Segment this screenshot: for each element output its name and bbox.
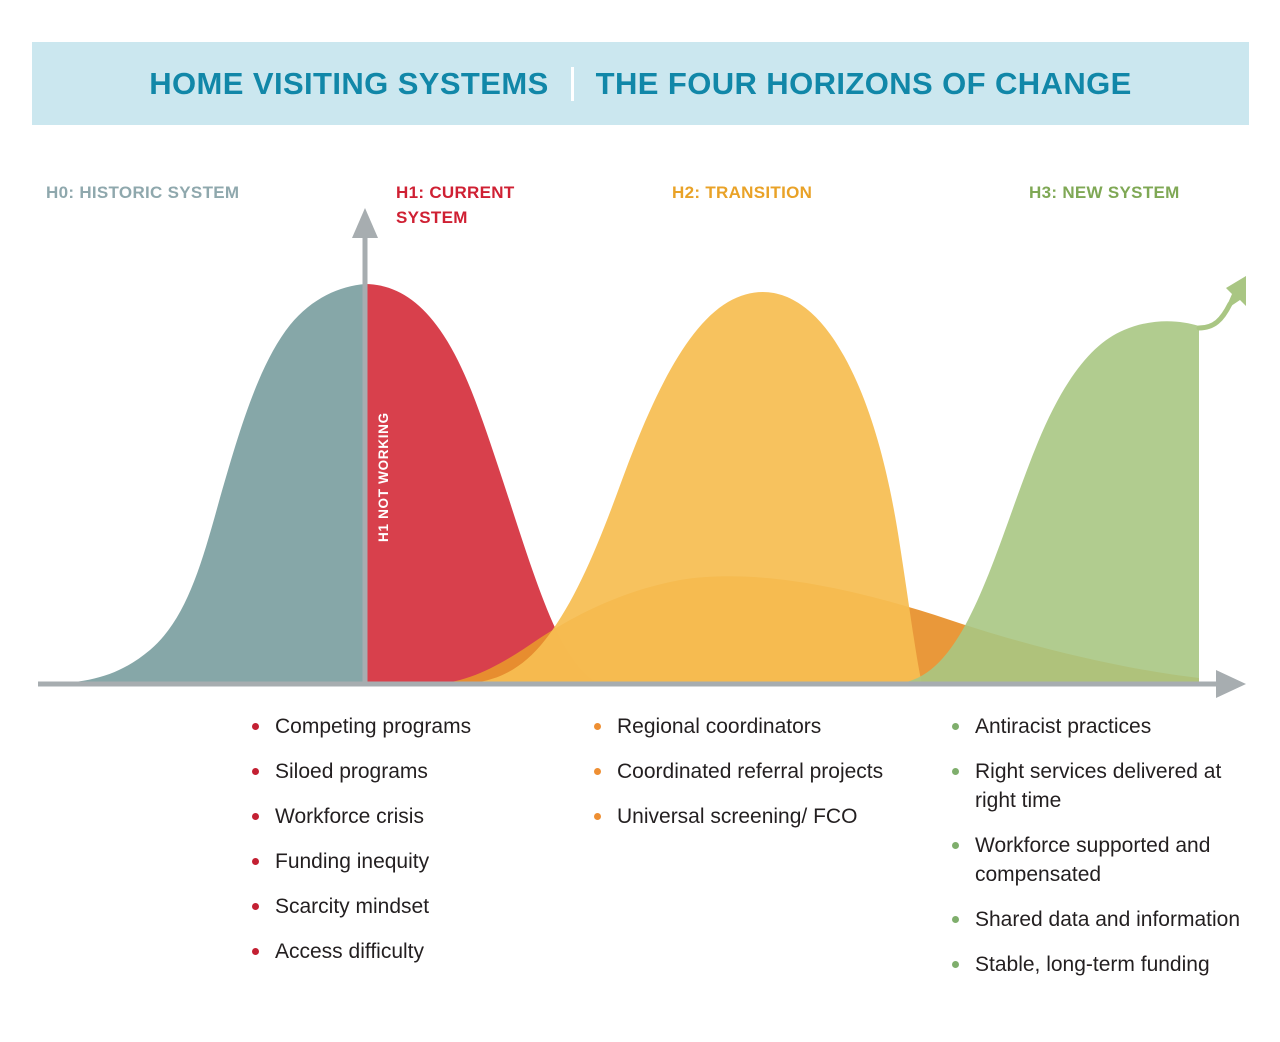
bullet-dot-icon [952, 842, 959, 849]
list-item: Funding inequity [252, 847, 552, 876]
list-item-label: Funding inequity [275, 850, 430, 873]
list-item: Right services delivered at right time [952, 757, 1262, 815]
horizon-label-h1: H1: CURRENT SYSTEM [396, 183, 515, 227]
bullet-dot-icon [252, 768, 259, 775]
list-item: Workforce crisis [252, 802, 552, 831]
bullet-dot-icon [252, 813, 259, 820]
horizon-label-h0: H0: HISTORIC SYSTEM [46, 183, 240, 202]
list-item: Competing programs [252, 712, 552, 741]
list-item: Antiracist practices [952, 712, 1262, 741]
series-area-h3 [890, 321, 1199, 684]
list-item-label: Siloed programs [275, 760, 428, 783]
list-item-label: Workforce supported and compensated [975, 834, 1211, 886]
list-item: Shared data and information [952, 905, 1262, 934]
list-item: Workforce supported and compensated [952, 831, 1262, 889]
list-item-label: Shared data and information [975, 908, 1241, 931]
bullet-dot-icon [252, 948, 259, 955]
series-area-h2-bell [455, 292, 922, 684]
bullet-dot-icon [952, 961, 959, 968]
title-separator [570, 66, 574, 101]
bullet-dot-icon [252, 858, 259, 865]
bullet-dot-icon [252, 723, 259, 730]
bullet-list-h1: Competing programs Siloed programs Workf… [252, 712, 552, 982]
series-area-h0 [38, 284, 365, 684]
list-item: Regional coordinators [594, 712, 894, 741]
bullet-list-h2: Regional coordinators Coordinated referr… [594, 712, 894, 847]
bullet-dot-icon [252, 903, 259, 910]
list-item: Coordinated referral projects [594, 757, 894, 786]
list-item-label: Competing programs [275, 715, 472, 738]
bullet-dot-icon [952, 916, 959, 923]
list-item: Scarcity mindset [252, 892, 552, 921]
list-item-label: Right services delivered at right time [975, 760, 1222, 812]
h1-not-working-label: H1 NOT WORKING [376, 412, 391, 542]
list-item-label: Workforce crisis [275, 805, 424, 828]
page-title: HOME VISITING SYSTEMS THE FOUR HORIZONS O… [149, 66, 1131, 102]
list-item: Siloed programs [252, 757, 552, 786]
list-item-label: Scarcity mindset [275, 895, 430, 918]
bullet-dot-icon [594, 723, 601, 730]
title-banner: HOME VISITING SYSTEMS THE FOUR HORIZONS O… [32, 42, 1249, 125]
horizon-label-h3: H3: NEW SYSTEM [1029, 183, 1180, 202]
y-axis-arrow-icon [352, 208, 378, 238]
series-area-h1 [365, 284, 606, 684]
list-item-label: Universal screening/ FCO [617, 805, 858, 828]
list-item: Stable, long-term funding [952, 950, 1262, 979]
title-right: THE FOUR HORIZONS OF CHANGE [595, 65, 1132, 101]
list-item: Universal screening/ FCO [594, 802, 894, 831]
list-item-label: Coordinated referral projects [617, 760, 884, 783]
horizon-label-h2: H2: TRANSITION [672, 183, 813, 202]
list-item-label: Access difficulty [275, 940, 424, 963]
list-item: Access difficulty [252, 937, 552, 966]
bullet-dot-icon [594, 768, 601, 775]
bullet-list-h3: Antiracist practices Right services deli… [952, 712, 1262, 995]
h3-growth-arrow-icon [1196, 276, 1246, 331]
bullet-dot-icon [952, 768, 959, 775]
list-item-label: Stable, long-term funding [975, 953, 1210, 976]
bullet-dot-icon [594, 813, 601, 820]
bullet-dot-icon [952, 723, 959, 730]
four-horizons-chart [38, 208, 1246, 698]
list-item-label: Antiracist practices [975, 715, 1152, 738]
list-item-label: Regional coordinators [617, 715, 822, 738]
title-left: HOME VISITING SYSTEMS [149, 65, 549, 101]
x-axis-arrow-icon [1216, 670, 1246, 698]
